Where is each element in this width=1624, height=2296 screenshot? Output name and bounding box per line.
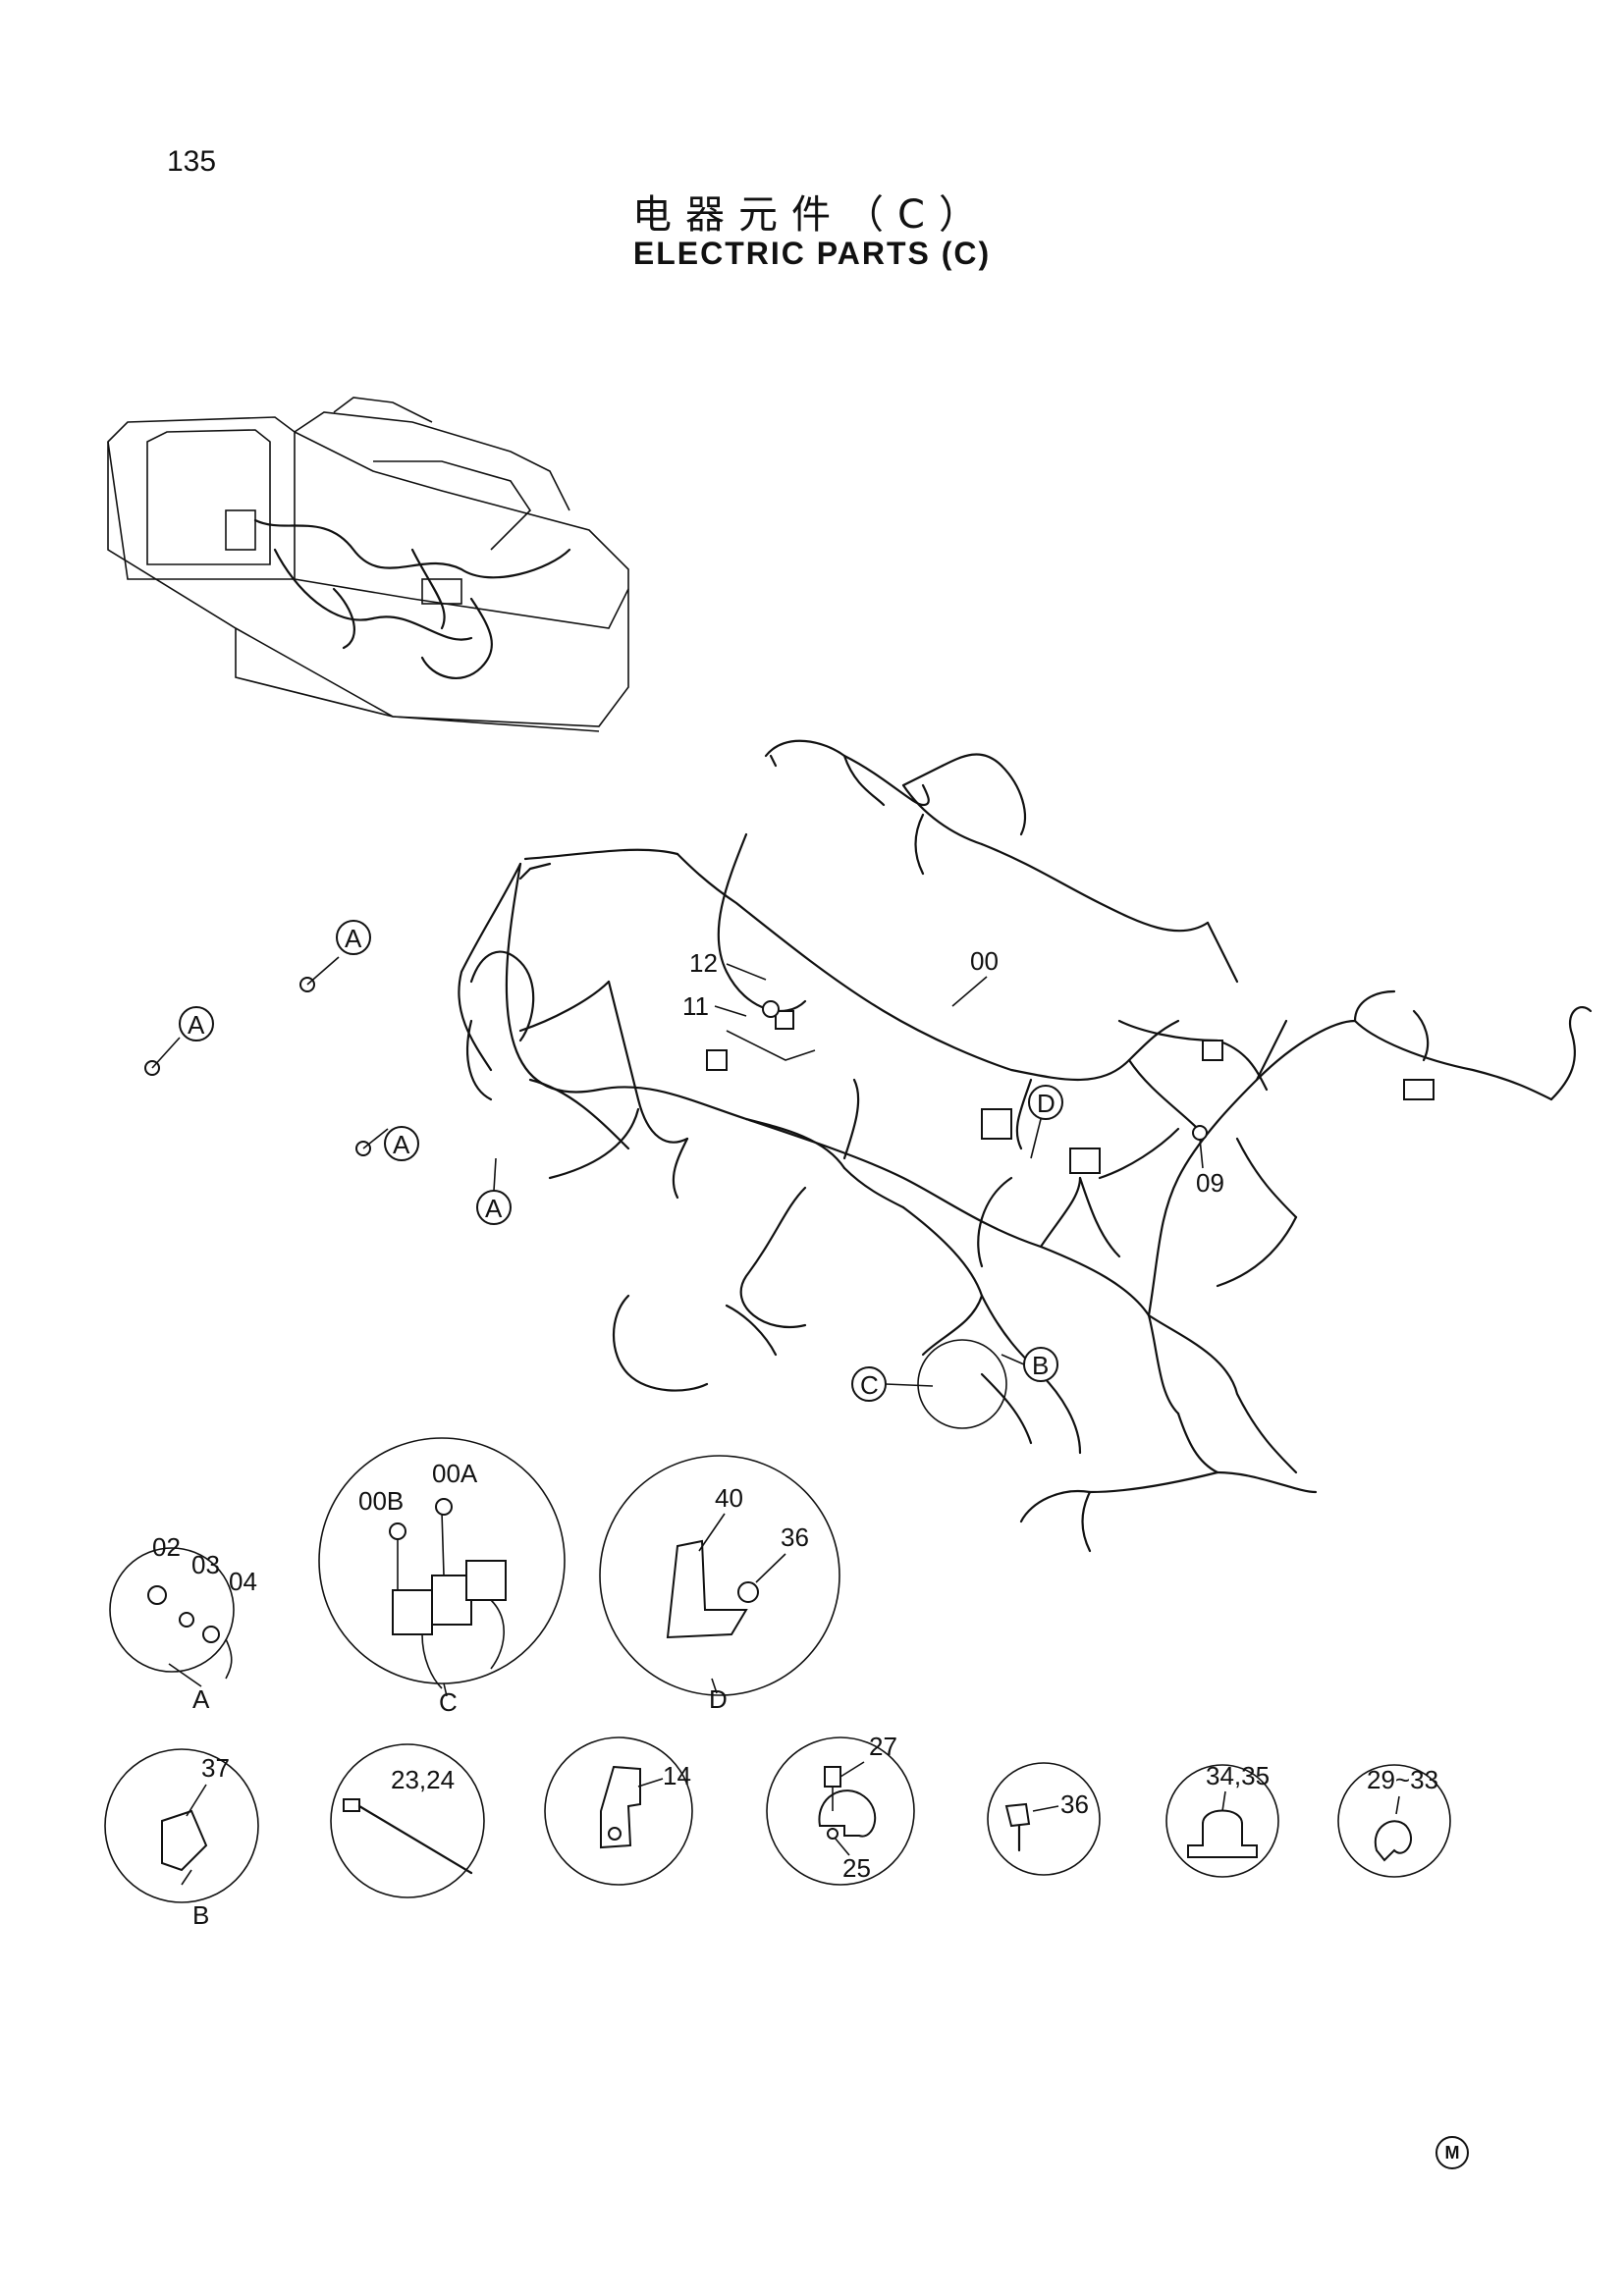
- detail-b-letter: B: [192, 1900, 209, 1930]
- page-number: 135: [167, 145, 217, 178]
- detail-a: 02 03 04 A: [109, 1532, 257, 1714]
- detail-d-letter: D: [709, 1684, 728, 1714]
- detail-clip2-label: 29~33: [1367, 1765, 1438, 1794]
- callout-c: C: [860, 1370, 879, 1400]
- callout-12: 12: [689, 948, 718, 978]
- detail-bolt: 36: [987, 1762, 1101, 1876]
- detail-a-label-03: 03: [191, 1550, 220, 1579]
- detail-c-label-00a: 00A: [432, 1459, 478, 1488]
- detail-c-letter: C: [439, 1687, 458, 1717]
- nut-markers: [144, 956, 1208, 1156]
- detail-tie-label: 23,24: [391, 1765, 455, 1794]
- excavator-overview: [107, 397, 629, 732]
- callout-00: 00: [970, 946, 999, 976]
- detail-tie: 23,24: [330, 1743, 485, 1898]
- callout-d: D: [1037, 1089, 1056, 1118]
- detail-a-label-04: 04: [229, 1567, 257, 1596]
- detail-clamp-label-25: 25: [842, 1853, 871, 1883]
- detail-clip-29-33: 29~33: [1337, 1764, 1451, 1878]
- detail-bracket: 14: [544, 1736, 693, 1886]
- callout-a-3: A: [393, 1130, 410, 1159]
- detail-c-label-00b: 00B: [358, 1486, 404, 1516]
- detail-d: 40 36 D: [599, 1455, 840, 1714]
- callouts: A A A A D B C 00 09 11 12: [179, 920, 1224, 1429]
- callout-a-4: A: [485, 1194, 503, 1223]
- detail-d-label-36: 36: [781, 1522, 809, 1552]
- main-wire-harness: [458, 739, 1593, 1553]
- detail-c: 00B 00A C: [318, 1437, 566, 1717]
- detail-b: 37 B: [104, 1748, 259, 1930]
- callout-11: 11: [682, 991, 709, 1021]
- detail-d-label-40: 40: [715, 1483, 743, 1513]
- manufacturer-mark: M: [1435, 2136, 1469, 2169]
- detail-clamp: 27 25: [766, 1732, 915, 1886]
- detail-bracket-label-14: 14: [663, 1761, 691, 1790]
- callout-b: B: [1032, 1351, 1049, 1380]
- detail-b-label-37: 37: [201, 1753, 230, 1783]
- callout-a-2: A: [188, 1010, 205, 1040]
- detail-clamp-label-27: 27: [869, 1732, 897, 1761]
- callout-09: 09: [1196, 1168, 1224, 1198]
- detail-bolt-label-36: 36: [1060, 1789, 1089, 1819]
- callout-a-1: A: [345, 924, 362, 953]
- detail-a-letter: A: [192, 1684, 210, 1714]
- detail-clip-34-35: 34,35: [1165, 1761, 1279, 1878]
- detail-a-label-02: 02: [152, 1532, 181, 1562]
- title-english: ELECTRIC PARTS (C): [632, 236, 992, 271]
- title-chinese: 电器元件（C）: [632, 192, 992, 238]
- detail-clip1-label: 34,35: [1206, 1761, 1270, 1790]
